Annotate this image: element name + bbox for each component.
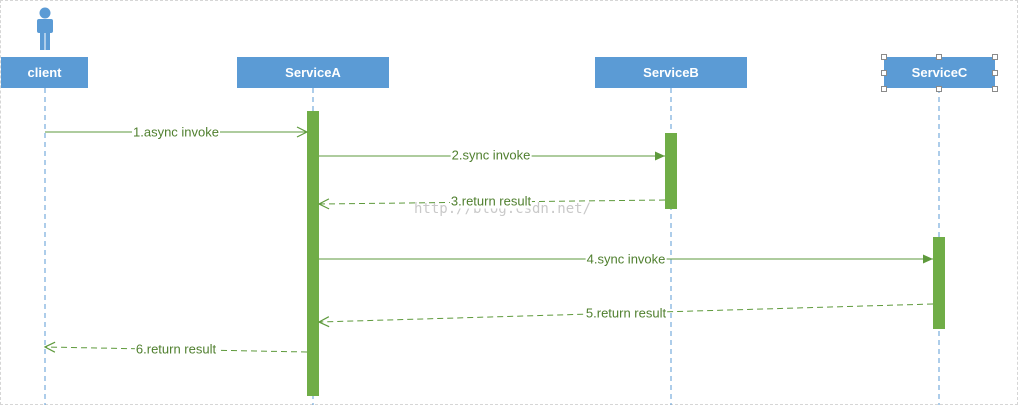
participant-serviceb[interactable]: ServiceB xyxy=(595,57,747,88)
participant-client-label: client xyxy=(27,65,62,80)
message-3-label: 3.return result xyxy=(449,193,533,209)
person-icon xyxy=(37,7,53,50)
participant-servicec-label: ServiceC xyxy=(911,65,968,80)
participant-serviceb-label: ServiceB xyxy=(643,65,699,80)
message-1-label: 1.async invoke xyxy=(132,124,220,140)
activation-servicea xyxy=(307,111,319,396)
message-4-label: 4.sync invoke xyxy=(585,251,667,267)
participant-servicec[interactable]: ServiceC xyxy=(884,57,995,88)
selection-handle-middle-left[interactable] xyxy=(881,70,887,76)
message-6-label: 6.return result xyxy=(134,341,218,357)
selection-handle-bottom-middle[interactable] xyxy=(936,86,942,92)
activation-servicec xyxy=(933,237,945,329)
message-5-label: 5.return result xyxy=(584,305,668,321)
message-5-arrow xyxy=(319,303,934,322)
participant-client[interactable]: client xyxy=(1,57,88,88)
message-2-label: 2.sync invoke xyxy=(450,147,532,163)
participant-servicea-label: ServiceA xyxy=(285,65,341,80)
selection-handle-bottom-left[interactable] xyxy=(881,86,887,92)
participant-servicea[interactable]: ServiceA xyxy=(237,57,389,88)
selection-handle-top-left[interactable] xyxy=(881,54,887,60)
selection-handle-top-middle[interactable] xyxy=(936,54,942,60)
selection-handle-middle-right[interactable] xyxy=(992,70,998,76)
activation-serviceb xyxy=(665,133,677,209)
selection-handle-bottom-right[interactable] xyxy=(992,86,998,92)
selection-handle-top-right[interactable] xyxy=(992,54,998,60)
